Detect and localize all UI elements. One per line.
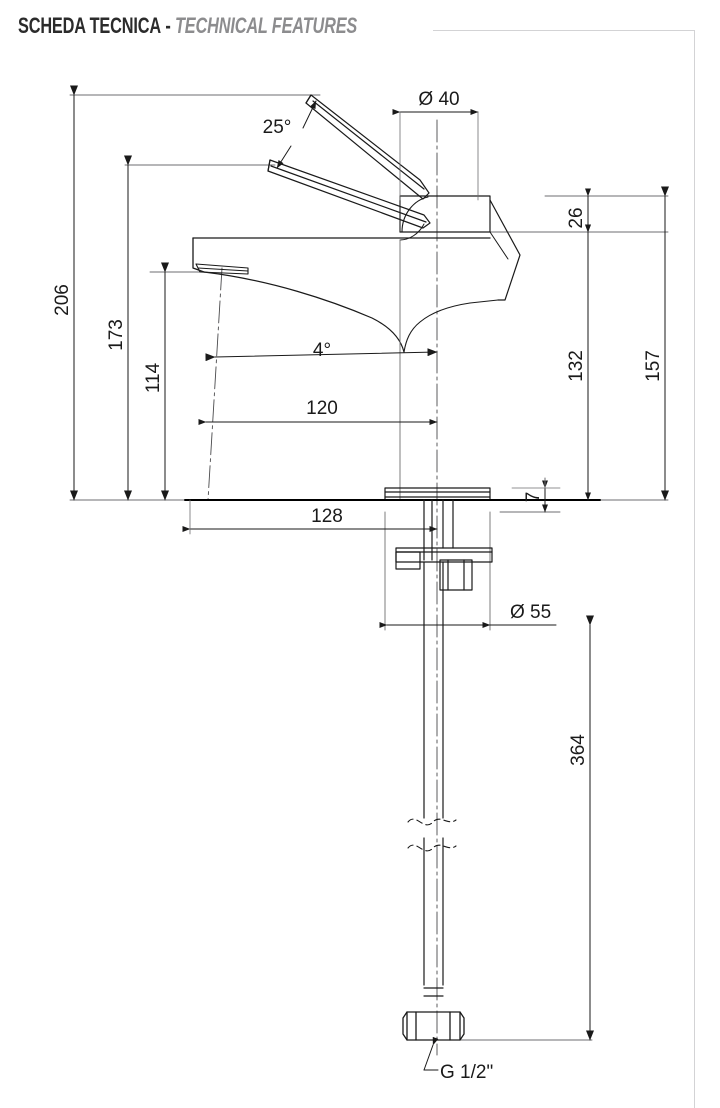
dim-reach-outlet: 120 bbox=[306, 398, 338, 419]
dim-height-outlet: 114 bbox=[143, 362, 164, 393]
dim-height-total: 206 bbox=[52, 284, 73, 316]
dim-reach-base: 128 bbox=[311, 506, 343, 527]
dim-thread-size: G 1/2" bbox=[440, 1062, 493, 1083]
header-rule-horizontal bbox=[433, 30, 695, 31]
dim-thread-length: 364 bbox=[568, 734, 589, 766]
dim-base-thickness: 7 bbox=[523, 492, 544, 503]
dim-body-height: 132 bbox=[566, 350, 587, 382]
page-title-english: TECHNICAL FEATURES bbox=[174, 13, 358, 38]
dim-diameter-base: Ø 55 bbox=[510, 602, 551, 623]
dim-overall-right: 157 bbox=[643, 350, 664, 382]
dim-diameter-body: Ø 40 bbox=[418, 89, 459, 110]
page-title-separator: - bbox=[165, 13, 171, 38]
dim-angle-lever: 25° bbox=[263, 117, 292, 138]
dim-angle-spout: 4° bbox=[313, 340, 331, 361]
page-rule-vertical bbox=[694, 30, 695, 1108]
page-title: SCHEDA TECNICA - TECHNICAL FEATURES bbox=[18, 13, 476, 39]
dim-height-spout-top: 173 bbox=[106, 319, 127, 351]
page-title-italian: SCHEDA TECNICA bbox=[18, 13, 161, 38]
dim-cartridge-top: 26 bbox=[566, 207, 587, 228]
page-header: SCHEDA TECNICA - TECHNICAL FEATURES bbox=[0, 0, 720, 60]
